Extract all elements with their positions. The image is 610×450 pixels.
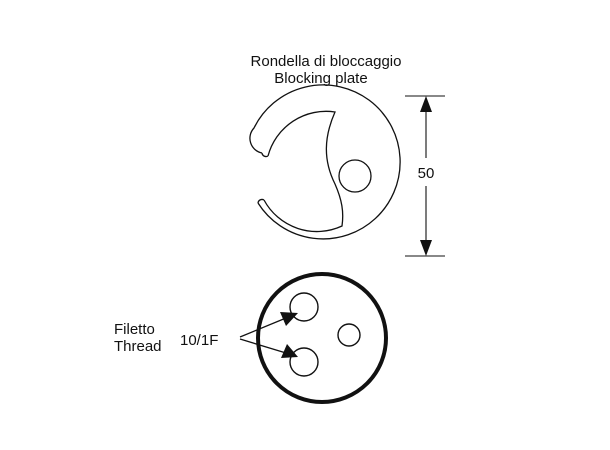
- dimension-label: 50: [418, 165, 435, 182]
- thread-hole-upper: [289, 292, 319, 322]
- plate-outer-ring: [256, 272, 388, 404]
- callout-line-lower: [239, 338, 287, 354]
- washer-outer-edge: [249, 84, 401, 240]
- callout-line-upper: [239, 317, 287, 338]
- locking-washer: [249, 84, 401, 240]
- washer-inner-edge: [263, 110, 344, 233]
- title-italian: Rondella di bloccaggio: [251, 53, 402, 70]
- plain-hole: [337, 323, 361, 347]
- dimension-arrow-top: [420, 96, 432, 112]
- thread-label-english: Thread: [114, 338, 162, 355]
- dimension-arrow-bottom: [420, 240, 432, 256]
- thread-callout: [239, 312, 298, 358]
- washer-hole: [338, 159, 372, 193]
- washer-lower-cap: [257, 198, 265, 204]
- thread-spec: 10/1F: [180, 332, 218, 349]
- thread-hole-lower: [289, 347, 319, 377]
- washer-upper-cap: [261, 152, 269, 158]
- title-english: Blocking plate: [274, 70, 367, 87]
- callout-arrowhead-upper: [280, 312, 298, 326]
- dimension-50: [405, 95, 445, 257]
- callout-arrowhead-lower: [281, 344, 298, 358]
- thread-label-italian: Filetto: [114, 321, 155, 338]
- plate-top-view: [256, 272, 388, 404]
